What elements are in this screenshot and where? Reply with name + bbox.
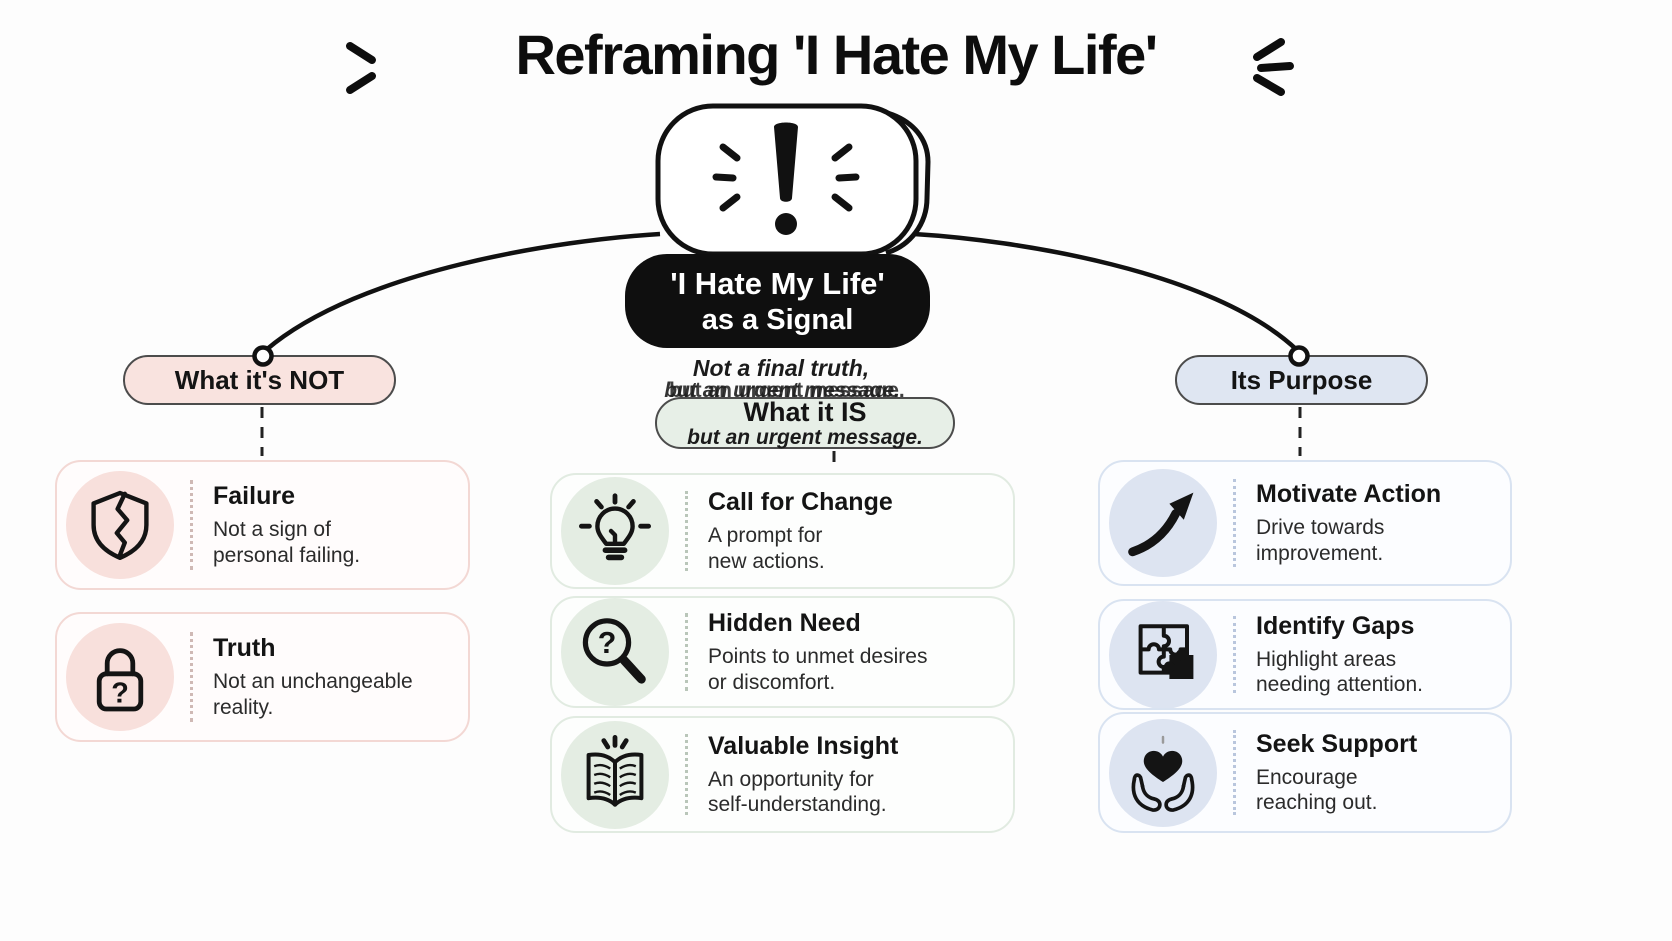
card-title: Hidden Need	[708, 609, 861, 638]
signal-subtitle-line2: but an urgent message.but an urgent mess…	[0, 379, 1562, 405]
pill-label: What it IS	[743, 396, 867, 427]
card-motivate-action: Motivate Action Drive towards improvemen…	[1098, 460, 1512, 586]
alert-bubble	[655, 103, 931, 257]
desc-line1: An opportunity for	[708, 767, 874, 791]
desc-line2: improvement.	[1256, 541, 1384, 565]
desc-line2: reality.	[213, 695, 274, 719]
card-hidden-need: ? Hidden Need Points to unmet desires or…	[550, 596, 1015, 708]
card-title: Seek Support	[1256, 729, 1418, 758]
icon-circle	[561, 477, 669, 585]
card-desc: Encourage reaching out.	[1256, 765, 1417, 815]
divider	[685, 613, 688, 691]
desc-line2: reaching out.	[1256, 791, 1378, 814]
divider	[190, 479, 193, 571]
card-desc: Not an unchangeable reality.	[213, 669, 413, 719]
icon-circle	[1109, 601, 1217, 708]
signal-node: 'I Hate My Life' as a Signal	[625, 254, 930, 348]
card-title: Motivate Action	[1256, 480, 1442, 509]
branch-pill-what-its-not: What it's NOT	[123, 355, 396, 405]
signal-subtitle-line1: Not a final truth,	[692, 355, 870, 381]
desc-line2: or discomfort.	[708, 670, 836, 694]
desc-line1: A prompt for	[708, 524, 823, 548]
desc-line1: Drive towards	[1256, 516, 1385, 540]
divider	[685, 490, 688, 572]
signal-label-line1: 'I Hate My Life'	[670, 265, 885, 301]
svg-text:?: ?	[111, 678, 129, 710]
branch-pill-what-it-is: What it IS but an urgent message.	[655, 397, 955, 449]
card-title: Identify Gaps	[1256, 611, 1415, 640]
card-title: Truth	[213, 634, 276, 663]
svg-text:?: ?	[598, 626, 617, 660]
lightbulb-icon	[579, 493, 651, 561]
desc-line1: Points to unmet desires	[708, 645, 928, 669]
open-book-icon	[586, 734, 644, 807]
subtitle-line2-copy2: but an urgent message.	[669, 379, 905, 402]
card-desc: Not a sign of personal failing.	[213, 517, 360, 567]
page-title: Reframing 'I Hate My Life'	[515, 23, 1158, 86]
card-desc: An opportunity for self-understanding.	[708, 767, 898, 817]
card-desc: Highlight areas needing attention.	[1256, 647, 1423, 697]
pill-label: What it's NOT	[174, 364, 345, 395]
icon-circle: ?	[66, 623, 174, 731]
desc-line2: personal failing.	[213, 543, 361, 567]
card-desc: A prompt for new actions.	[708, 523, 893, 573]
icon-circle	[561, 720, 669, 829]
card-truth: ? Truth Not an unchangeable reality.	[55, 612, 470, 742]
desc-line1: Not an unchangeable	[213, 670, 413, 694]
card-failure: Failure Not a sign of personal failing.	[55, 460, 470, 590]
card-title: Failure	[213, 482, 295, 511]
subtitle-line2-copy1: but an urgent message.	[664, 379, 900, 402]
locked-question-icon: ?	[96, 648, 144, 712]
puzzle-icon	[1138, 623, 1194, 679]
card-desc: Points to unmet desires or discomfort.	[708, 644, 927, 694]
growth-arrow-icon	[1128, 492, 1194, 557]
signal-label-line2: as a Signal	[701, 303, 854, 336]
desc-line2: needing attention.	[1256, 673, 1423, 696]
desc-line2: self-understanding.	[708, 793, 887, 816]
desc-line2: new actions.	[708, 549, 825, 573]
card-valuable-insight: Valuable Insight An opportunity for self…	[550, 716, 1015, 833]
card-seek-support: Seek Support Encourage reaching out.	[1098, 712, 1512, 833]
divider	[685, 733, 688, 816]
pill-sublabel: but an urgent message.	[687, 425, 923, 449]
card-title: Call for Change	[708, 488, 893, 517]
search-question-icon: ?	[582, 618, 646, 684]
exclamation-icon	[712, 122, 860, 235]
pill-label: Its Purpose	[1230, 364, 1373, 395]
desc-line1: Highlight areas	[1256, 647, 1397, 671]
card-call-for-change: Call for Change A prompt for new actions…	[550, 473, 1015, 589]
icon-circle: ?	[561, 598, 669, 706]
divider	[190, 631, 193, 723]
divider	[1233, 730, 1236, 815]
hands-heart-icon	[1131, 735, 1195, 812]
card-desc: Drive towards improvement.	[1256, 515, 1441, 565]
icon-circle	[1109, 469, 1217, 577]
divider	[1233, 479, 1236, 567]
divider	[1233, 615, 1236, 694]
icon-circle	[1109, 718, 1217, 827]
card-identify-gaps: Identify Gaps Highlight areas needing at…	[1098, 599, 1512, 710]
icon-circle	[66, 471, 174, 579]
card-title: Valuable Insight	[708, 731, 899, 760]
desc-line1: Not a sign of	[213, 518, 331, 542]
broken-shield-icon	[91, 490, 149, 560]
desc-line1: Encourage	[1256, 765, 1358, 789]
branch-pill-its-purpose: Its Purpose	[1175, 355, 1428, 405]
